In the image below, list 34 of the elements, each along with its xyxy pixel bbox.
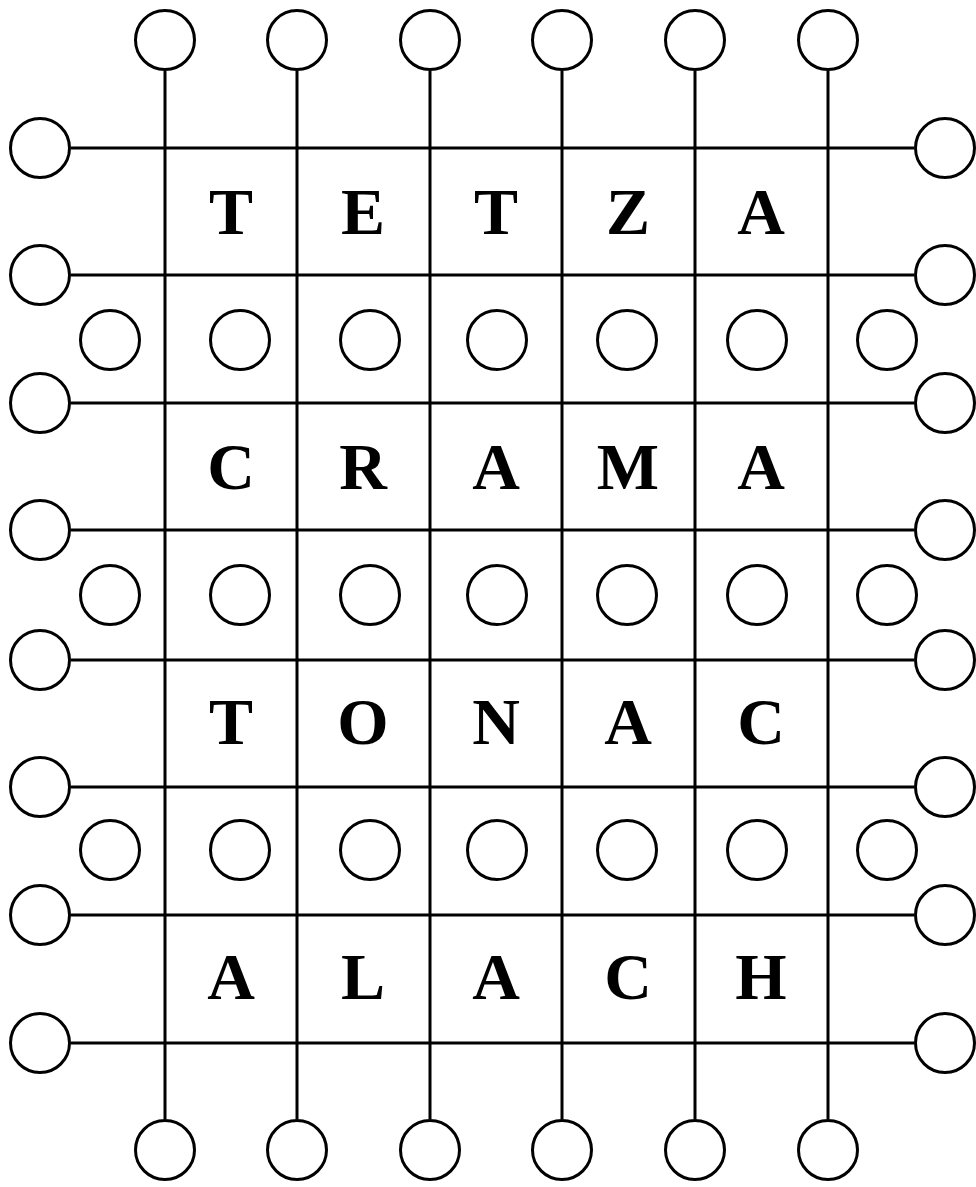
grid-line [71,1041,914,1045]
grid-line [693,71,697,1119]
grid-line [428,71,432,1119]
letter: A [604,689,652,755]
grid-line [71,146,914,150]
grid-line [71,913,914,917]
letter: T [209,689,253,755]
grid-line [71,658,914,662]
letter: N [472,689,520,755]
letter: T [474,179,518,245]
grid-line [71,528,914,532]
grid-line [71,273,914,277]
letter: C [604,944,652,1010]
letter: A [472,944,520,1010]
letter: A [472,434,520,500]
letter: C [207,434,255,500]
letter: A [737,434,785,500]
letter: O [337,689,389,755]
grid-line [826,71,830,1119]
letter: T [209,179,253,245]
letter: C [737,689,785,755]
letter: A [207,944,255,1010]
grid-line [560,71,564,1119]
grid-line [71,785,914,789]
letter: H [735,944,787,1010]
grid-line [295,71,299,1119]
grid-line [163,71,167,1119]
letter: M [596,434,660,500]
letter: A [737,179,785,245]
letter: Z [606,179,650,245]
grid-line [71,401,914,405]
letter: R [339,434,387,500]
letter: E [341,179,385,245]
letter: L [341,944,385,1010]
